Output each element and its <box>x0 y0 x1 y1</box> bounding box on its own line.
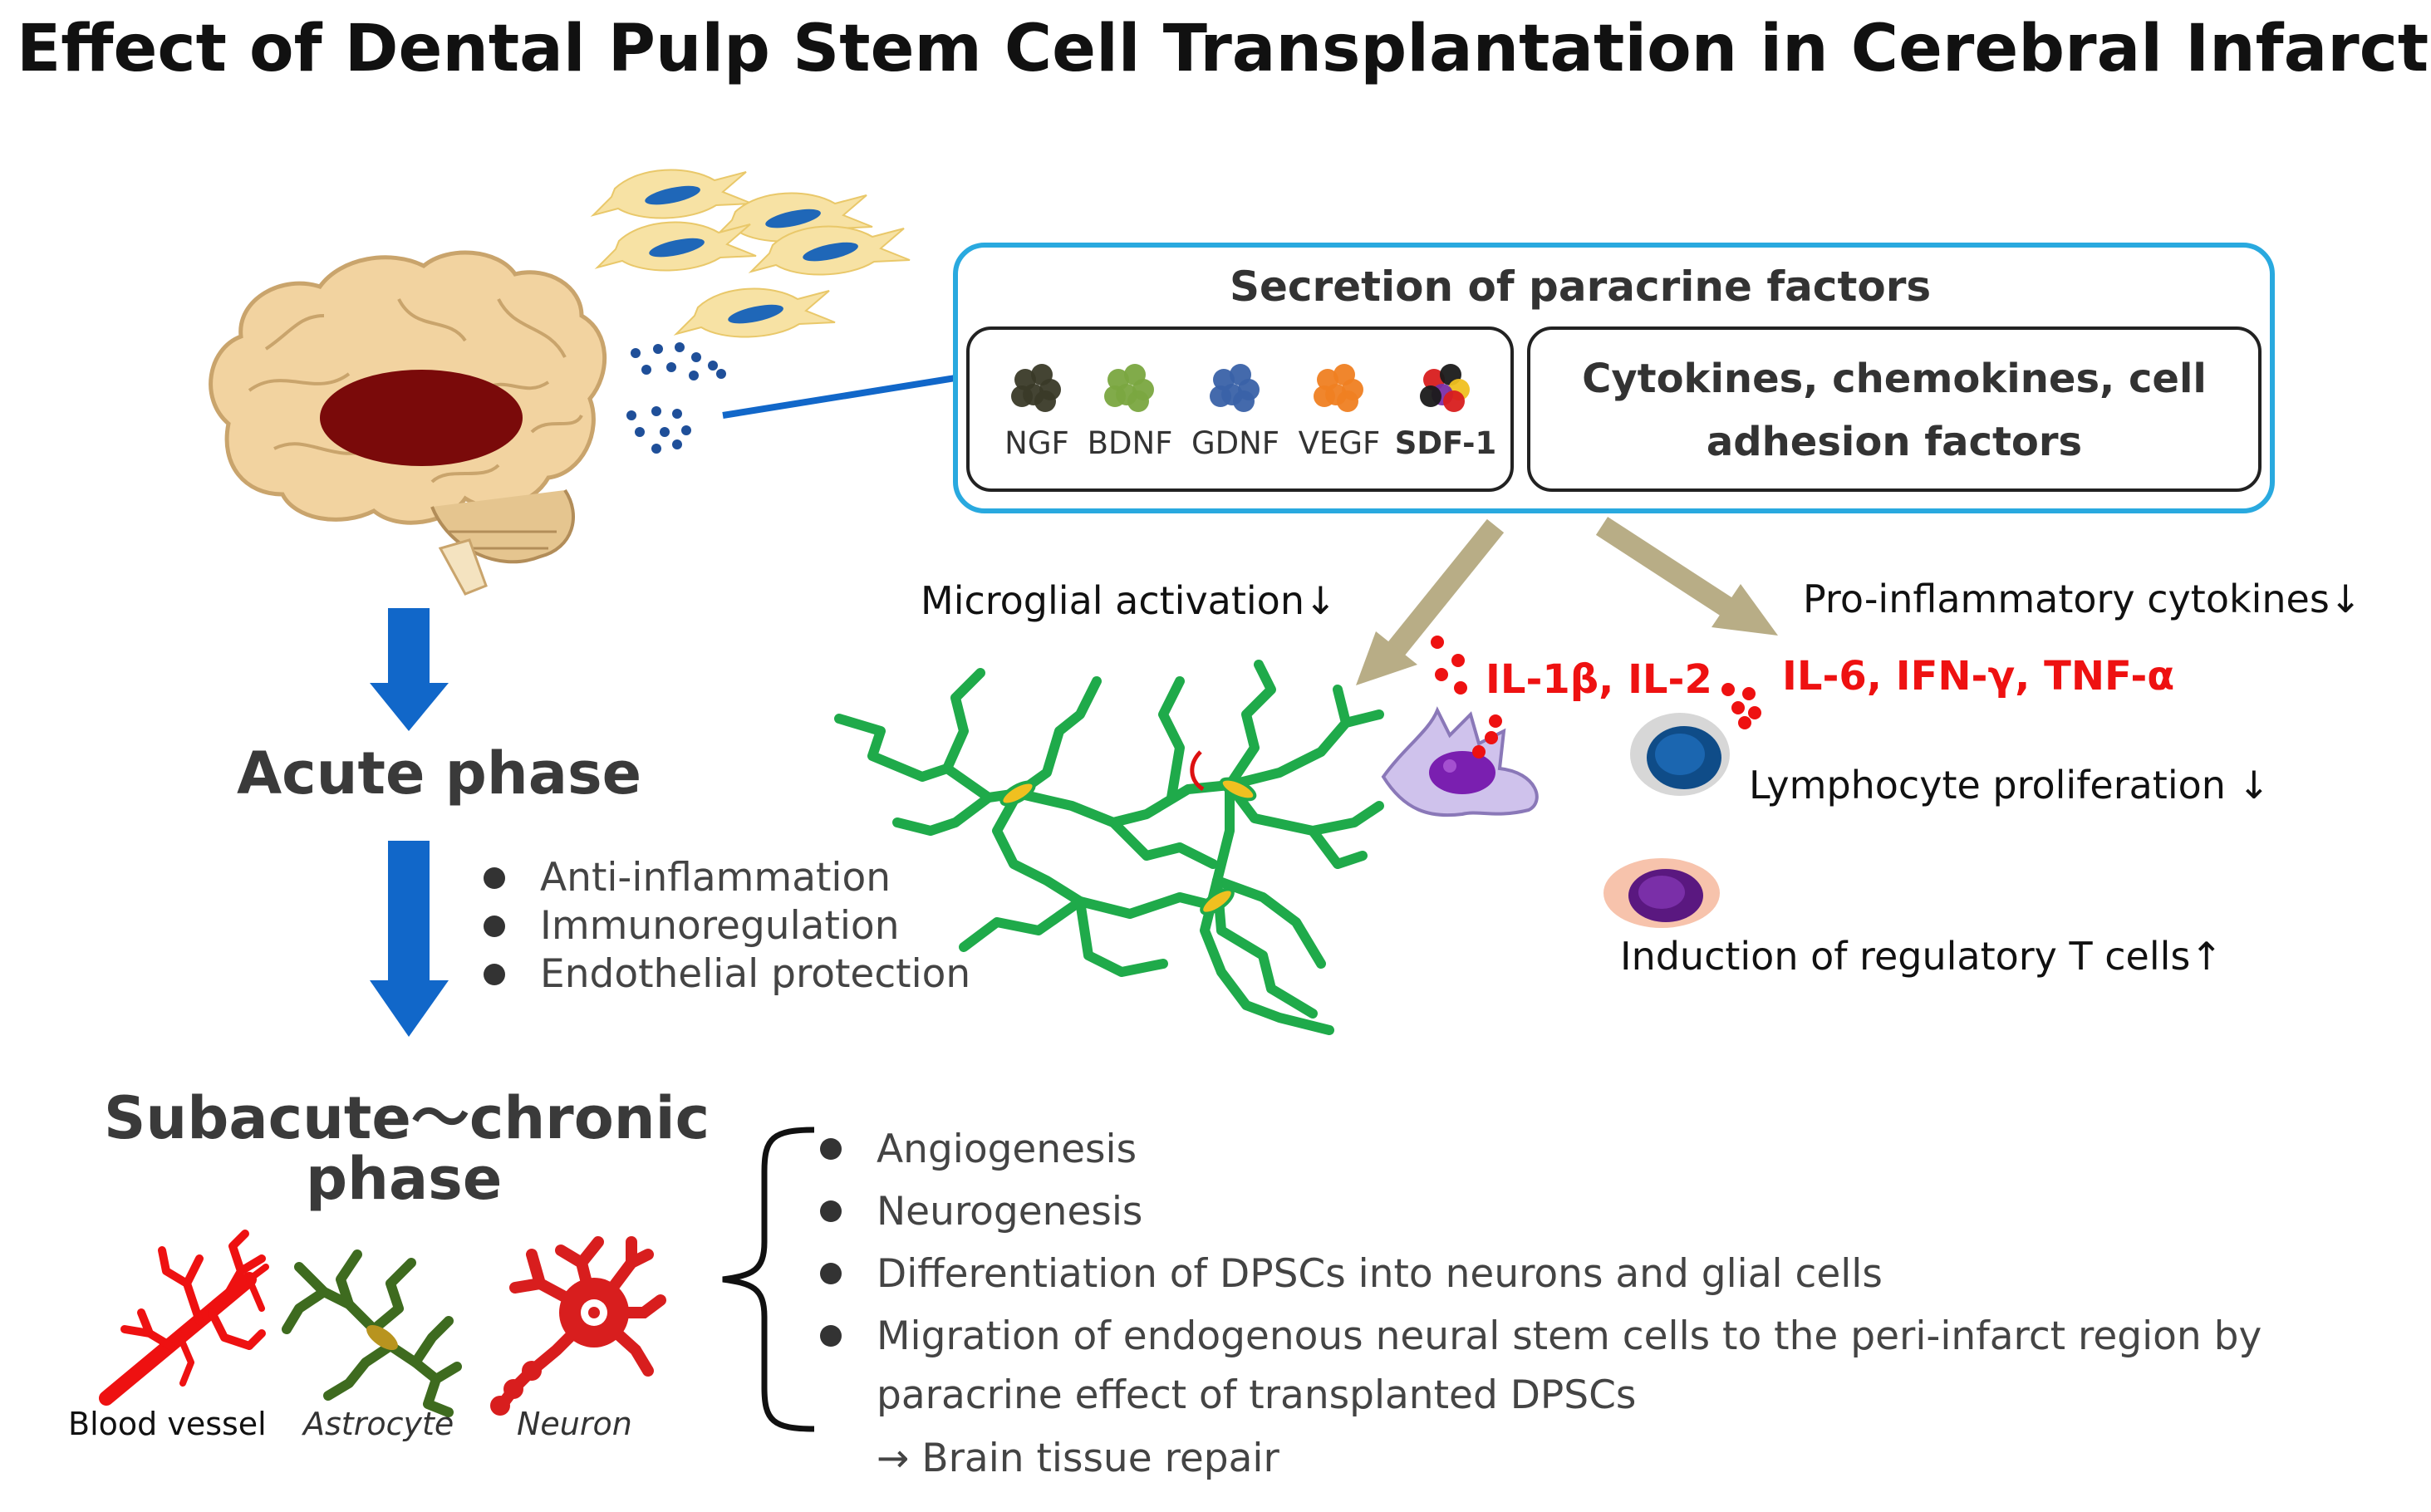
factor-cluster-bdnf <box>1104 364 1154 412</box>
chronic-bullet-3: Differentiation of DPSCs into neurons an… <box>810 1243 2262 1305</box>
il-right-label: IL-6, IFN-γ, TNF-α <box>1782 653 2175 700</box>
cytokine-dots-right <box>1721 683 1761 729</box>
arrow-chronic <box>370 841 449 1037</box>
acute-phase-label: Acute phase <box>237 739 642 808</box>
brain-illustration <box>209 250 607 596</box>
chronic-result: → Brain tissue repair <box>877 1436 1279 1481</box>
factor-cluster-sdf1 <box>1420 364 1470 412</box>
il-left-label: IL-1β, IL-2 <box>1486 656 1712 703</box>
page-title: Effect of Dental Pulp Stem Cell Transpla… <box>17 12 2431 86</box>
arrow-to-cytokines <box>1595 517 1778 636</box>
factor-cluster-vegf <box>1314 364 1363 412</box>
acute-bullet-1: Anti-inflammation <box>474 854 970 902</box>
chronic-brace <box>722 1127 815 1432</box>
dpsc-cells <box>592 169 911 338</box>
acute-bullet-2: Immunoregulation <box>474 902 970 950</box>
astrocyte-nuclei <box>999 777 1257 916</box>
microglia-label: Microglial activation↓ <box>921 578 1337 623</box>
chronic-bullet-4-continuation: paracrine effect of transplanted DPSCs <box>877 1372 1637 1418</box>
paracrine-box-title: Secretion of paracrine factors <box>1230 263 1932 311</box>
chronic-phase-label-line2: phase <box>306 1145 503 1213</box>
astrocyte-endfoot <box>1190 750 1205 792</box>
factor-clusters <box>1011 364 1470 412</box>
cytokine-dots-left <box>1431 636 1502 758</box>
arrow-acute <box>370 608 449 731</box>
infarct-lesion <box>320 370 523 466</box>
factor-label-vegf: VEGF <box>1298 425 1381 461</box>
treg-label: Induction of regulatory T cells↑ <box>1620 934 2222 979</box>
chronic-phase-label-line1: Subacute〜chronic <box>104 1084 710 1152</box>
astrocyte-icon-nucleus <box>366 1324 398 1351</box>
blood-vessel-icon <box>99 1230 269 1406</box>
cytokines-box-label: Cytokines, chemokines, cell adhesion fac… <box>1582 356 2207 465</box>
neuron-icon <box>490 1236 666 1416</box>
factor-label-sdf1: SDF-1 <box>1394 425 1497 461</box>
acute-bullet-3: Endothelial protection <box>474 950 970 999</box>
factor-label-bdnf: BDNF <box>1087 425 1173 461</box>
chronic-bullets: Angiogenesis Neurogenesis Differentiatio… <box>810 1118 2262 1367</box>
proinflammatory-label: Pro-inflammatory cytokines↓ <box>1803 577 2362 621</box>
regulatory-t-cell <box>1603 858 1720 928</box>
cytokine-box <box>1527 326 2262 492</box>
factor-label-ngf: NGF <box>1004 425 1069 461</box>
arrow-to-microglia <box>1356 518 1505 685</box>
microglia-cell <box>1381 706 1539 817</box>
secreted-factor-dots <box>626 342 726 454</box>
connector-line <box>722 375 956 419</box>
neuron-caption: Neuron <box>517 1406 632 1442</box>
astrocyte-network <box>834 660 1384 1035</box>
acute-bullets: Anti-inflammation Immunoregulation Endot… <box>474 854 970 999</box>
blood-vessel-caption: Blood vessel <box>68 1406 267 1442</box>
factor-cluster-ngf <box>1011 364 1061 412</box>
chronic-bullet-4: Migration of endogenous neural stem cell… <box>810 1305 2262 1367</box>
lymphocyte-label: Lymphocyte proliferation ↓ <box>1749 763 2271 808</box>
factor-cluster-gdnf <box>1210 364 1260 412</box>
chronic-bullet-2: Neurogenesis <box>810 1181 2262 1243</box>
chronic-bullet-1: Angiogenesis <box>810 1118 2262 1181</box>
lymphocyte-cell <box>1630 713 1730 796</box>
factor-label-gdnf: GDNF <box>1191 425 1280 461</box>
astrocyte-caption: Astrocyte <box>303 1406 454 1442</box>
